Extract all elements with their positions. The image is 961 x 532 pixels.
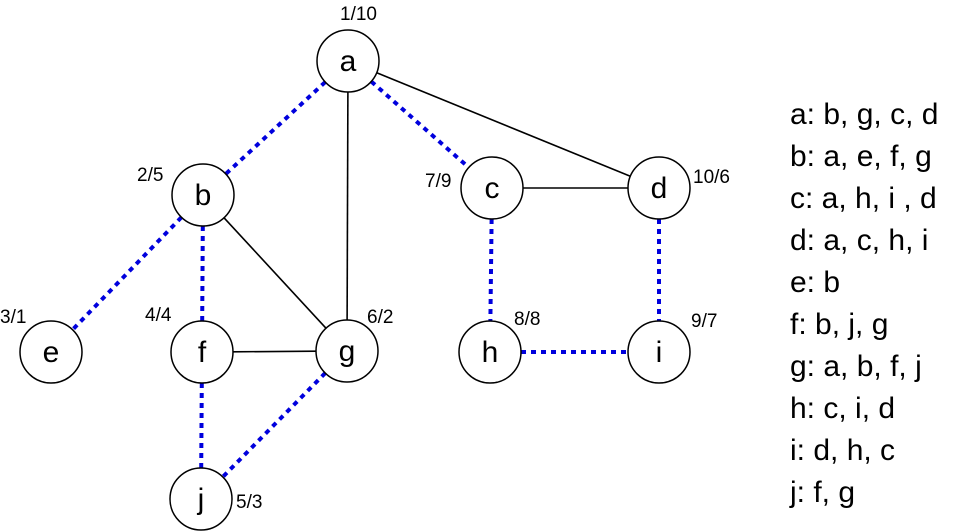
- nodes: a 1/10 b 2/5 c 7/9 d 10/6 e 3/1 f 4/4 g 6/2 h 8/8 i 9/7 j 5…: [0, 4, 730, 531]
- node-a: a 1/10: [316, 4, 380, 93]
- node-circle-f: [170, 320, 234, 384]
- edge-g-j: [221, 371, 327, 479]
- adjacency-row: h: c, i, d: [790, 392, 896, 425]
- node-time-h: 8/8: [514, 309, 540, 330]
- node-time-b: 2/5: [137, 165, 163, 186]
- edge-c-h: [488, 218, 494, 322]
- node-circle-a: [316, 29, 380, 93]
- node-label-b: b: [195, 179, 212, 212]
- node-label-j: j: [197, 483, 205, 516]
- adjacency-row: a: b, g, c, d: [790, 98, 939, 131]
- edge-a-d: [376, 71, 631, 178]
- edge-a-g: [346, 91, 349, 321]
- adjacency-row: i: d, h, c: [790, 434, 896, 467]
- edge-b-e: [71, 215, 183, 332]
- node-label-g: g: [339, 335, 356, 368]
- node-circle-i: [627, 320, 691, 384]
- node-label-c: c: [485, 172, 500, 205]
- edge-f-j: [199, 382, 204, 469]
- node-i: i 9/7: [627, 311, 717, 384]
- edge-a-c: [369, 80, 471, 169]
- adjacency-row: c: a, h, i , d: [790, 182, 937, 215]
- node-c: c 7/9: [425, 156, 524, 220]
- node-circle-e: [19, 320, 83, 384]
- node-time-j: 5/3: [236, 492, 262, 513]
- edges: [71, 71, 661, 479]
- node-circle-j: [169, 467, 233, 531]
- node-time-e: 3/1: [0, 307, 26, 328]
- node-time-f: 4/4: [145, 305, 172, 326]
- node-time-a: 1/10: [340, 4, 377, 25]
- node-time-i: 9/7: [691, 311, 717, 332]
- adjacency-row: f: b, j, g: [790, 308, 889, 341]
- adjacency-row: g: a, b, f, j: [790, 350, 922, 383]
- node-b: b 2/5: [137, 163, 235, 227]
- adjacency-row: d: a, c, h, i: [790, 224, 929, 257]
- node-circle-g: [315, 319, 379, 383]
- node-label-f: f: [198, 336, 207, 369]
- node-h: h 8/8: [458, 309, 540, 384]
- adjacency-row: e: b: [790, 266, 841, 299]
- edge-a-b: [224, 80, 327, 176]
- node-time-g: 6/2: [367, 307, 393, 328]
- node-d: d 10/6: [627, 156, 730, 220]
- node-label-i: i: [656, 336, 663, 369]
- node-f: f 4/4: [145, 305, 234, 384]
- node-time-d: 10/6: [693, 167, 730, 188]
- node-circle-b: [171, 163, 235, 227]
- node-e: e 3/1: [0, 307, 83, 384]
- edge-f-g: [232, 350, 317, 353]
- edge-b-g: [223, 217, 327, 329]
- adjacency-row: j: f, g: [790, 476, 856, 509]
- node-j: j 5/3: [169, 467, 262, 531]
- node-label-h: h: [482, 336, 499, 369]
- node-time-c: 7/9: [425, 171, 451, 192]
- node-label-a: a: [340, 45, 357, 78]
- node-g: g 6/2: [315, 307, 393, 383]
- adjacency-row: b: a, e, f, g: [790, 140, 932, 173]
- node-label-d: d: [651, 172, 668, 205]
- adjacency-list: a: b, g, c, d b: a, e, f, g c: a, h, i , d…: [790, 94, 938, 514]
- node-circle-h: [458, 320, 522, 384]
- edge-b-f: [200, 225, 205, 322]
- node-circle-d: [627, 156, 691, 220]
- node-label-e: e: [43, 336, 60, 369]
- node-circle-c: [460, 156, 524, 220]
